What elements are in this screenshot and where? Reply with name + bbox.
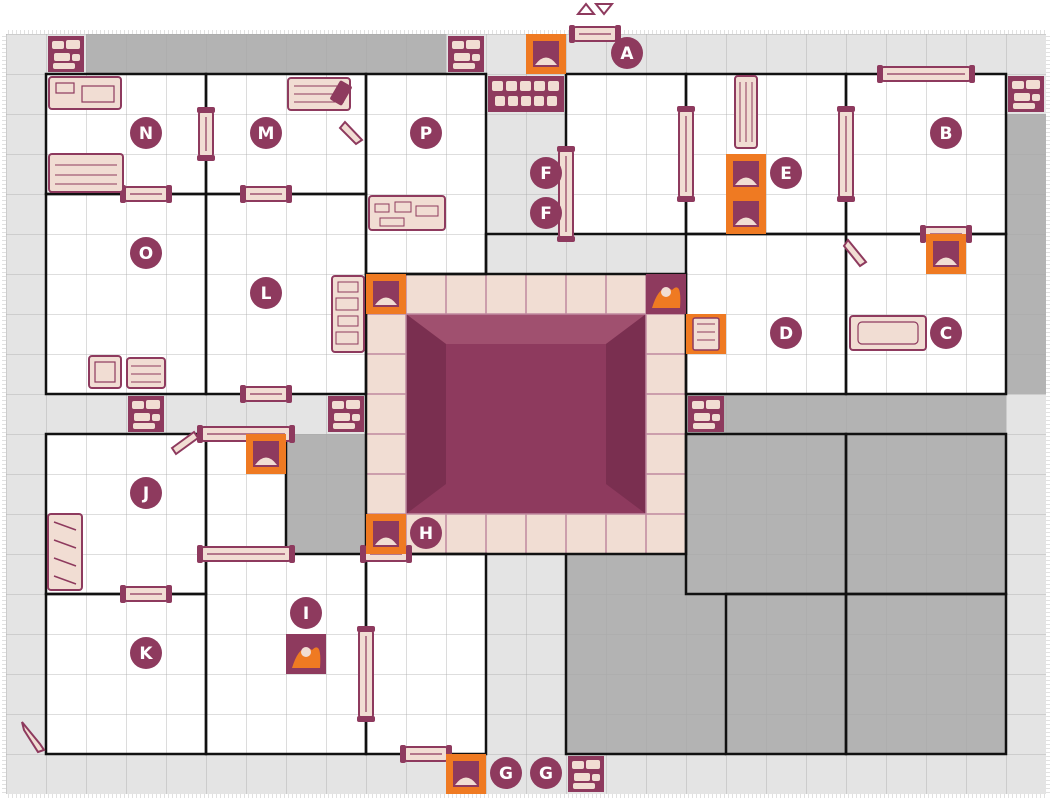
room-marker-g2[interactable]: G bbox=[530, 757, 562, 789]
monster-icon[interactable] bbox=[286, 634, 326, 674]
room-marker-label: G bbox=[539, 764, 553, 784]
sarcophagus-icon[interactable] bbox=[849, 315, 927, 351]
room-marker-l[interactable]: L bbox=[250, 277, 282, 309]
room-marker-label: F bbox=[540, 164, 552, 184]
door-icon[interactable] bbox=[240, 185, 292, 203]
bed-icon[interactable] bbox=[48, 153, 124, 193]
trapdoor-icon[interactable] bbox=[926, 234, 966, 274]
ruler-right bbox=[1046, 34, 1050, 794]
door-icon[interactable] bbox=[877, 65, 975, 83]
room-marker-label: O bbox=[139, 244, 153, 264]
room-marker-label: E bbox=[780, 164, 792, 184]
room-marker-d[interactable]: D bbox=[770, 317, 802, 349]
room-marker-n[interactable]: N bbox=[130, 117, 162, 149]
room-marker-p[interactable]: P bbox=[410, 117, 442, 149]
room-marker-j[interactable]: J bbox=[130, 477, 162, 509]
rubble-icon bbox=[128, 396, 164, 432]
room-marker-label: G bbox=[499, 764, 513, 784]
room-marker-label: M bbox=[258, 124, 275, 144]
central-pit bbox=[366, 274, 686, 554]
ruler-top bbox=[6, 30, 1046, 34]
trapdoor-icon[interactable] bbox=[686, 314, 726, 354]
room-marker-label: L bbox=[261, 284, 272, 304]
room-marker-f2[interactable]: F bbox=[530, 197, 562, 229]
rubble-icon bbox=[488, 76, 564, 112]
rubble-icon bbox=[448, 36, 484, 72]
room-marker-h[interactable]: H bbox=[410, 517, 442, 549]
door-icon[interactable] bbox=[357, 626, 375, 722]
chest-icon[interactable] bbox=[126, 357, 166, 389]
room-marker-k[interactable]: K bbox=[130, 637, 162, 669]
door-icon[interactable] bbox=[557, 146, 575, 242]
trapdoor-icon[interactable] bbox=[526, 34, 566, 74]
rubble-icon[interactable] bbox=[331, 275, 365, 353]
door-icon[interactable] bbox=[240, 385, 292, 403]
trapdoor-icon[interactable] bbox=[366, 514, 406, 554]
room-marker-i[interactable]: I bbox=[290, 597, 322, 629]
room-marker-o[interactable]: O bbox=[130, 237, 162, 269]
door-icon[interactable] bbox=[400, 745, 452, 763]
trapdoor-icon[interactable] bbox=[246, 434, 286, 474]
room-marker-e[interactable]: E bbox=[770, 157, 802, 189]
room-marker-g1[interactable]: G bbox=[490, 757, 522, 789]
room-marker-label: K bbox=[139, 644, 153, 664]
ruler-bottom bbox=[6, 794, 1046, 798]
rubble-icon[interactable] bbox=[368, 195, 446, 231]
room-marker-m[interactable]: M bbox=[250, 117, 282, 149]
room-marker-b[interactable]: B bbox=[930, 117, 962, 149]
entry-arrow-icon[interactable] bbox=[575, 2, 615, 16]
trapdoor-icon[interactable] bbox=[366, 274, 406, 314]
room-marker-label: J bbox=[142, 484, 149, 504]
sword-icon bbox=[338, 120, 364, 146]
sword-icon bbox=[21, 721, 46, 754]
room-marker-label: N bbox=[139, 124, 153, 144]
door-icon[interactable] bbox=[677, 106, 695, 202]
room-marker-label: D bbox=[779, 324, 793, 344]
ruler-left bbox=[2, 34, 6, 794]
monster-icon[interactable] bbox=[646, 274, 686, 314]
table-icon[interactable] bbox=[48, 76, 122, 110]
room-marker-a[interactable]: A bbox=[611, 37, 643, 69]
room-marker-c[interactable]: C bbox=[930, 317, 962, 349]
room-marker-label: A bbox=[620, 44, 634, 64]
rubble-icon bbox=[568, 756, 604, 792]
room-marker-label: H bbox=[419, 524, 433, 544]
room-marker-label: I bbox=[303, 604, 309, 624]
legend-door: door-icon bbox=[0, 0, 1, 1]
legend: door-icon rubble-icon trapdoor-icon ches… bbox=[0, 0, 1, 1]
room-marker-f1[interactable]: F bbox=[530, 157, 562, 189]
sword-icon bbox=[170, 430, 200, 456]
door-icon[interactable] bbox=[837, 106, 855, 202]
room-marker-label: P bbox=[420, 124, 432, 144]
trapdoor-icon[interactable] bbox=[726, 194, 766, 234]
rubble-icon bbox=[48, 36, 84, 72]
trapdoor-icon[interactable] bbox=[446, 754, 486, 794]
bookcase-icon[interactable] bbox=[734, 75, 758, 149]
door-icon[interactable] bbox=[120, 185, 172, 203]
door-icon[interactable] bbox=[197, 107, 215, 161]
trapdoor-icon[interactable] bbox=[726, 154, 766, 194]
door-icon[interactable] bbox=[197, 545, 295, 563]
room-marker-label: C bbox=[940, 324, 952, 344]
room-marker-label: B bbox=[940, 124, 953, 144]
weapon-rack-icon[interactable] bbox=[287, 77, 353, 111]
room-marker-label: F bbox=[540, 204, 552, 224]
door-icon[interactable] bbox=[569, 25, 621, 43]
rubble-icon bbox=[1008, 76, 1044, 112]
rubble-icon bbox=[328, 396, 364, 432]
rubble-icon bbox=[688, 396, 724, 432]
door-icon[interactable] bbox=[120, 585, 172, 603]
weapon-rack-icon[interactable] bbox=[47, 513, 83, 591]
chest-icon[interactable] bbox=[88, 355, 122, 389]
sword-icon bbox=[842, 238, 868, 268]
